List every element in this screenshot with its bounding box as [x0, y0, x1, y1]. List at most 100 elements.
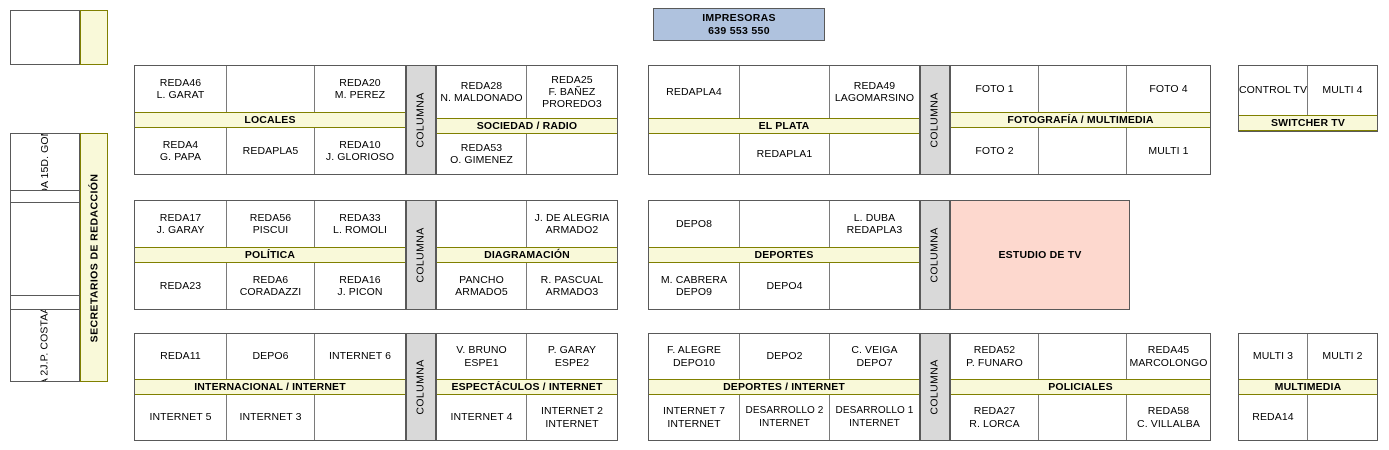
columna-label: COLUMNA — [929, 227, 941, 283]
seat-cell[interactable]: FOTO 4 — [1149, 82, 1188, 95]
block-internacional-internet: REDA11 DEPO6 INTERNET 6 INTERNACIONAL / … — [134, 333, 406, 441]
section-band-diagramacion: DIAGRAMACIÓN — [437, 247, 617, 263]
seat-cell[interactable]: MULTI 4 — [1322, 84, 1363, 97]
block-estudio-de-tv[interactable]: ESTUDIO DE TV — [950, 200, 1130, 310]
seat-cell[interactable]: INTERNET 4 — [437, 395, 527, 440]
seat-cell[interactable]: DEPO2 — [740, 334, 830, 379]
seat-cell[interactable]: REDA11 — [135, 334, 227, 379]
seat-cell[interactable]: MULTI 2 — [1322, 350, 1363, 363]
seat-cell[interactable]: REDA23 — [135, 263, 227, 309]
seat-cell[interactable] — [1039, 66, 1127, 112]
columna-label: COLUMNA — [415, 227, 427, 283]
sidebar-section-label: SECRETARIOS DE REDACCIÓN — [88, 173, 101, 342]
section-band-sociedad-radio: SOCIEDAD / RADIO — [437, 118, 617, 135]
sidebar-desk-cell[interactable]: REDAPLA 2J.P. COSTAA. APRAIZ — [11, 310, 79, 381]
sidebar-desk-column: REDA 15D. GOMÉZ REDAPLA 2J.P. COSTAA. AP… — [10, 133, 80, 382]
seat-cell[interactable]: FOTO 2 — [951, 128, 1039, 174]
seat-cell[interactable]: INTERNET 3 — [227, 395, 315, 440]
seat-cell[interactable]: REDAPLA5 — [227, 128, 315, 174]
seat-cell[interactable] — [1039, 128, 1127, 174]
columna-label: COLUMNA — [929, 92, 941, 148]
section-band-switcher-tv: SWITCHER TV — [1239, 115, 1377, 131]
seat-cell[interactable] — [1308, 395, 1377, 440]
seat-cell[interactable]: INTERNET 5 — [135, 395, 227, 440]
sidebar-desk-label: REDA 15D. GOMÉZ — [38, 134, 51, 191]
seat-cell[interactable]: REDA14 — [1239, 395, 1308, 440]
sidebar-top-empty-box[interactable] — [10, 10, 80, 65]
seat-cell[interactable]: DEPO8 — [649, 201, 740, 247]
seat-cell[interactable]: REDAPLA1 — [740, 134, 830, 175]
columna-label: COLUMNA — [929, 359, 941, 415]
sidebar-desk-cell[interactable] — [11, 296, 79, 310]
seat-cell[interactable]: DEPO4 — [740, 263, 830, 309]
seat-cell[interactable]: REDAPLA4 — [649, 66, 740, 119]
seat-cell[interactable] — [649, 134, 740, 175]
sidebar-desk-cell[interactable] — [11, 191, 79, 203]
seat-cell[interactable] — [1039, 334, 1127, 379]
seat-cell[interactable] — [227, 66, 315, 112]
seat-cell[interactable] — [437, 201, 527, 247]
seat-cell[interactable] — [315, 395, 405, 440]
seat-cell[interactable] — [740, 201, 830, 247]
seat-cell[interactable]: DEPO6 — [227, 334, 315, 379]
sidebar-desk-cell[interactable]: REDA 15D. GOMÉZ — [11, 134, 79, 191]
seat-cell[interactable]: MULTI 1 — [1148, 144, 1189, 157]
table-row-bottom: REDA14 — [1239, 395, 1377, 440]
seat-cell[interactable] — [830, 263, 919, 309]
columna-structural-1: COLUMNA — [406, 65, 436, 175]
seat-cell[interactable]: CONTROL TV — [1239, 66, 1308, 115]
section-band-multimedia: MULTIMEDIA — [1239, 379, 1377, 395]
seat-cell[interactable]: MULTI 3 — [1239, 334, 1308, 379]
block-multimedia: MULTI 3 MULTI 2 MULTIMEDIA REDA14 — [1238, 333, 1378, 441]
seat-cell[interactable]: FOTO 1 — [951, 66, 1039, 112]
seat-cell[interactable] — [740, 66, 830, 119]
sidebar-section-band-secretarios: SECRETARIOS DE REDACCIÓN — [80, 133, 108, 382]
table-row-top: CONTROL TV MULTI 4 — [1239, 66, 1377, 115]
columna-structural-5: COLUMNA — [406, 333, 436, 441]
printers-block[interactable]: IMPRESORAS 639 553 550 — [653, 8, 825, 41]
seat-cell[interactable] — [830, 134, 919, 174]
seat-cell[interactable] — [527, 134, 617, 174]
sidebar-desk-cell[interactable] — [11, 203, 79, 296]
seat-cell[interactable] — [1039, 395, 1127, 440]
columna-structural-4: COLUMNA — [920, 200, 950, 310]
seat-cell[interactable]: INTERNET 6 — [328, 350, 392, 363]
